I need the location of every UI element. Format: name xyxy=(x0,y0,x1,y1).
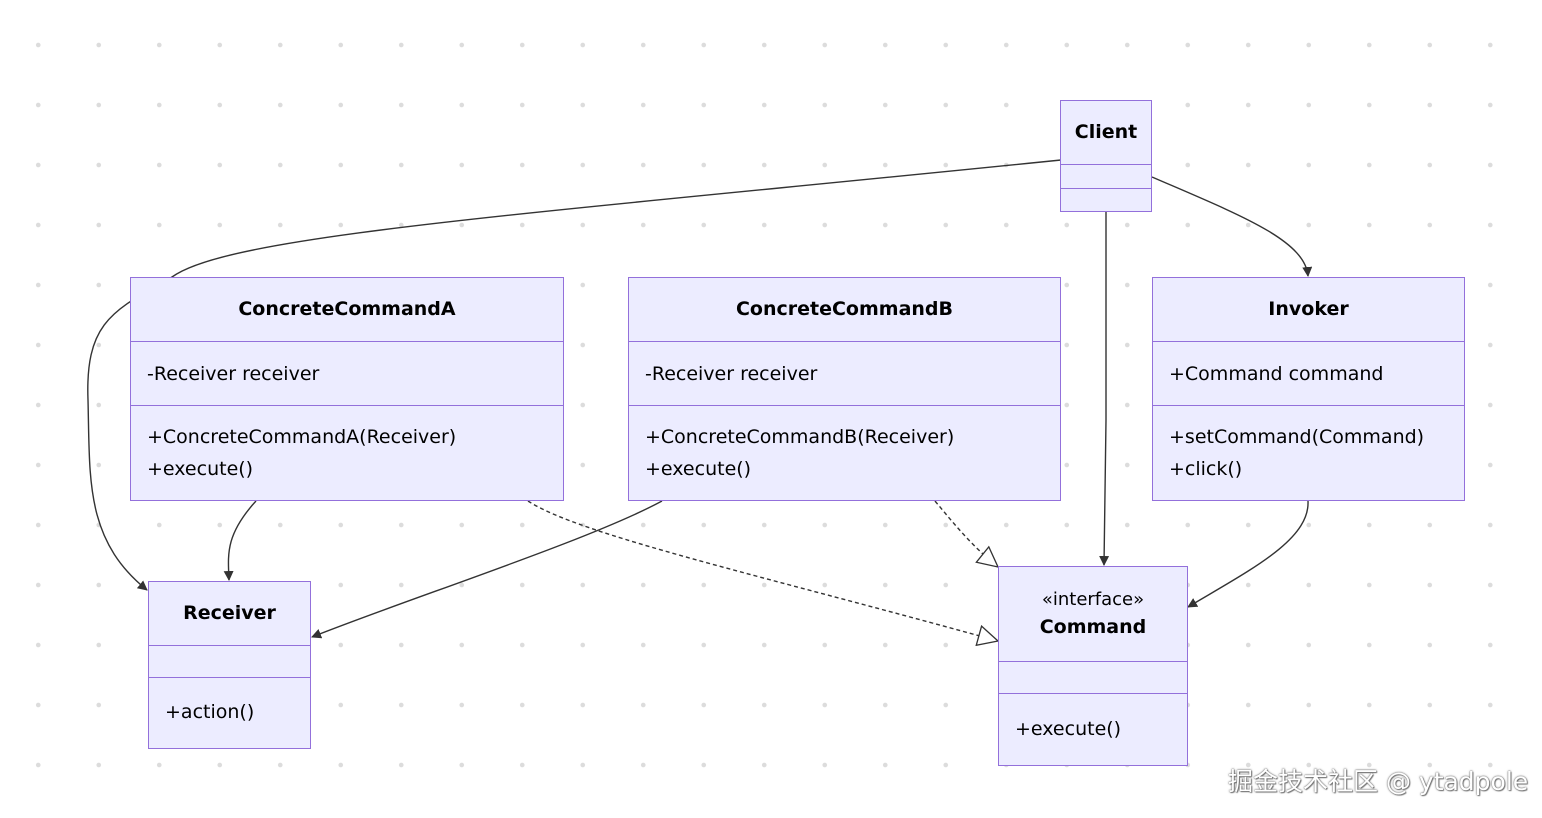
edge-client-to-invoker xyxy=(1151,176,1313,277)
class-invoker-methods: +setCommand(Command) +click() xyxy=(1153,405,1464,499)
class-client-attributes xyxy=(1061,164,1151,188)
class-concrete-command-b-header: ConcreteCommandB xyxy=(629,278,1060,341)
method-execute: +execute() xyxy=(1015,718,1122,740)
attribute-command: +Command command xyxy=(1169,362,1384,385)
edge-client-to-command xyxy=(1099,212,1110,566)
class-client-name: Client xyxy=(1074,121,1138,143)
class-concrete-command-b-methods: +ConcreteCommandB(Receiver) +execute() xyxy=(629,405,1060,499)
class-concrete-command-a[interactable]: ConcreteCommandA -Receiver receiver +Con… xyxy=(130,277,564,501)
edge-concreteb-to-receiver xyxy=(311,500,663,639)
class-concrete-command-b-name: ConcreteCommandB xyxy=(735,298,954,320)
watermark: 掘金技术社区 @ ytadpole xyxy=(1228,767,1529,796)
class-receiver-attributes xyxy=(149,645,310,677)
class-invoker-header: Invoker xyxy=(1153,278,1464,341)
method-set-command: +setCommand(Command) xyxy=(1169,425,1425,448)
class-invoker-attributes: +Command command xyxy=(1153,341,1464,405)
class-command[interactable]: «interface» Command +execute() xyxy=(998,566,1188,766)
class-receiver-methods: +action() xyxy=(149,677,310,746)
class-concrete-command-b[interactable]: ConcreteCommandB -Receiver receiver +Con… xyxy=(628,277,1061,501)
class-command-attributes xyxy=(999,661,1187,693)
edge-concreteb-realizes-command xyxy=(934,500,998,567)
class-receiver-name: Receiver xyxy=(183,602,276,624)
class-receiver-header: Receiver xyxy=(149,582,310,645)
class-invoker-name: Invoker xyxy=(1268,298,1349,320)
method-execute: +execute() xyxy=(645,457,752,480)
method-constructor: +ConcreteCommandA(Receiver) xyxy=(147,425,457,448)
class-invoker[interactable]: Invoker +Command command +setCommand(Com… xyxy=(1152,277,1465,501)
method-click: +click() xyxy=(1169,457,1243,480)
class-client-methods xyxy=(1061,188,1151,210)
attribute-receiver: -Receiver receiver xyxy=(147,362,320,385)
class-concrete-command-a-attributes: -Receiver receiver xyxy=(131,341,563,405)
class-command-name: Command xyxy=(1039,616,1147,638)
class-concrete-command-a-methods: +ConcreteCommandA(Receiver) +execute() xyxy=(131,405,563,499)
method-execute: +execute() xyxy=(147,457,254,480)
edge-concretea-to-receiver xyxy=(223,500,257,581)
class-client-header: Client xyxy=(1061,101,1151,164)
class-client[interactable]: Client xyxy=(1060,100,1152,212)
class-command-methods: +execute() xyxy=(999,693,1187,764)
class-concrete-command-b-attributes: -Receiver receiver xyxy=(629,341,1060,405)
class-command-stereotype: «interface» xyxy=(1041,589,1145,610)
method-constructor: +ConcreteCommandB(Receiver) xyxy=(645,425,955,448)
class-concrete-command-a-header: ConcreteCommandA xyxy=(131,278,563,341)
method-action: +action() xyxy=(165,701,255,723)
edge-concretea-realizes-command xyxy=(527,500,998,641)
class-receiver[interactable]: Receiver +action() xyxy=(148,581,311,749)
edge-invoker-to-command xyxy=(1187,500,1309,608)
class-command-header: «interface» Command xyxy=(999,567,1187,661)
attribute-receiver: -Receiver receiver xyxy=(645,362,818,385)
class-concrete-command-a-name: ConcreteCommandA xyxy=(238,298,456,320)
